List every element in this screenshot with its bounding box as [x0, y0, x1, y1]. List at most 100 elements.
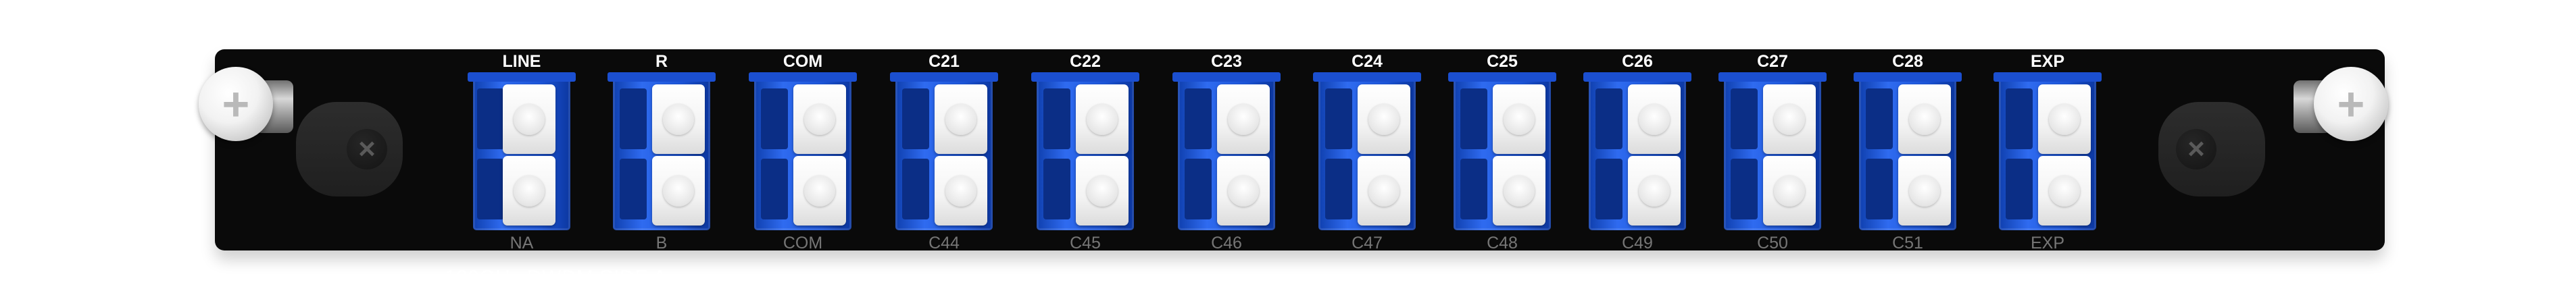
- port-c23[interactable]: C23 C46: [1172, 52, 1281, 253]
- port-bottom-label: C48: [1487, 234, 1518, 253]
- adapter-jack: [1460, 88, 1487, 149]
- adapter-flange: [1718, 72, 1827, 82]
- adapter-flange: [890, 72, 998, 82]
- port-top-label: R: [655, 52, 668, 71]
- lc-duplex-adapter[interactable]: [608, 72, 716, 230]
- screw-head: +: [2314, 67, 2388, 141]
- adapter-jack: [902, 159, 929, 219]
- dust-cap[interactable]: [1898, 84, 1951, 154]
- port-line[interactable]: LINE NA: [468, 52, 576, 253]
- dust-cap[interactable]: [1076, 84, 1129, 154]
- dust-cap[interactable]: [793, 156, 846, 226]
- screw-head: +: [199, 67, 273, 141]
- port-c25[interactable]: C25 C48: [1448, 52, 1556, 253]
- dust-cap[interactable]: [1217, 84, 1270, 154]
- right-thumbscrew-icon[interactable]: +: [2294, 67, 2394, 147]
- port-top-label: C22: [1070, 52, 1101, 71]
- dust-cap[interactable]: [1358, 156, 1410, 226]
- lc-duplex-adapter[interactable]: [1313, 72, 1421, 230]
- port-top-label: EXP: [2030, 52, 2065, 71]
- lc-duplex-adapter[interactable]: [1448, 72, 1556, 230]
- adapter-flange: [749, 72, 857, 82]
- adapter-jack: [1185, 88, 1212, 149]
- port-r[interactable]: R B: [608, 52, 716, 253]
- left-thumbscrew-icon[interactable]: +: [199, 67, 293, 147]
- adapter-jack: [1866, 88, 1893, 149]
- dust-cap[interactable]: [1493, 156, 1545, 226]
- dust-cap[interactable]: [2038, 84, 2091, 154]
- dust-cap[interactable]: [1493, 84, 1545, 154]
- adapter-jack: [2006, 159, 2033, 219]
- port-bottom-label: C45: [1070, 234, 1101, 253]
- lc-duplex-adapter[interactable]: [1854, 72, 1962, 230]
- lc-duplex-adapter[interactable]: [1031, 72, 1139, 230]
- dust-cap[interactable]: [1358, 84, 1410, 154]
- adapter-jack: [477, 88, 504, 149]
- right-screw-recess: ×: [2158, 102, 2265, 196]
- lc-duplex-adapter[interactable]: [1718, 72, 1827, 230]
- adapter-jack: [761, 88, 788, 149]
- dust-cap[interactable]: [1898, 156, 1951, 226]
- adapter-jack: [1866, 159, 1893, 219]
- left-screw-recess: ×: [296, 102, 403, 196]
- adapter-flange: [1583, 72, 1691, 82]
- port-bottom-label: NA: [510, 234, 534, 253]
- dust-cap[interactable]: [652, 156, 705, 226]
- port-c28[interactable]: C28 C51: [1854, 52, 1962, 253]
- adapter-jack: [761, 159, 788, 219]
- port-exp[interactable]: EXP EXP: [1993, 52, 2102, 253]
- dust-cap[interactable]: [1076, 156, 1129, 226]
- lc-duplex-adapter[interactable]: [890, 72, 998, 230]
- adapter-flange: [468, 72, 576, 82]
- port-bottom-label: C50: [1757, 234, 1788, 253]
- port-c21[interactable]: C21 C44: [890, 52, 998, 253]
- port-c24[interactable]: C24 C47: [1313, 52, 1421, 253]
- port-top-label: COM: [783, 52, 823, 71]
- adapter-flange: [1854, 72, 1962, 82]
- port-bottom-label: C46: [1211, 234, 1242, 253]
- adapter-flange: [1172, 72, 1281, 82]
- dust-cap[interactable]: [2038, 156, 2091, 226]
- dust-cap[interactable]: [1763, 84, 1816, 154]
- adapter-jack: [1185, 159, 1212, 219]
- adapter-jack: [1731, 88, 1758, 149]
- dust-cap[interactable]: [1217, 156, 1270, 226]
- lc-duplex-adapter[interactable]: [749, 72, 857, 230]
- dust-cap[interactable]: [503, 156, 555, 226]
- adapter-jack: [2006, 88, 2033, 149]
- lc-duplex-adapter[interactable]: [468, 72, 576, 230]
- adapter-jack: [1460, 159, 1487, 219]
- adapter-jack: [620, 88, 647, 149]
- dust-cap[interactable]: [793, 84, 846, 154]
- port-bottom-label: COM: [783, 234, 823, 253]
- port-bottom-label: C47: [1352, 234, 1383, 253]
- dust-cap[interactable]: [652, 84, 705, 154]
- adapter-flange: [1448, 72, 1556, 82]
- port-bottom-label: C51: [1892, 234, 1923, 253]
- port-c26[interactable]: C26 C49: [1583, 52, 1691, 253]
- dust-cap[interactable]: [503, 84, 555, 154]
- adapter-jack: [477, 159, 504, 219]
- lc-duplex-adapter[interactable]: [1172, 72, 1281, 230]
- port-bottom-label: C44: [928, 234, 960, 253]
- dust-cap[interactable]: [1628, 156, 1681, 226]
- port-top-label: LINE: [502, 52, 541, 71]
- port-top-label: C25: [1487, 52, 1518, 71]
- dust-cap[interactable]: [1763, 156, 1816, 226]
- port-com[interactable]: COM COM: [749, 52, 857, 253]
- adapter-flange: [1031, 72, 1139, 82]
- adapter-jack: [1731, 159, 1758, 219]
- dust-cap[interactable]: [935, 156, 987, 226]
- port-c27[interactable]: C27 C50: [1718, 52, 1827, 253]
- adapter-flange: [1313, 72, 1421, 82]
- lc-duplex-adapter[interactable]: [1583, 72, 1691, 230]
- adapter-jack: [1043, 159, 1070, 219]
- panel-title: 100GHz DWDM SIDE A: [445, 267, 668, 289]
- adapter-jack: [1595, 88, 1623, 149]
- dust-cap[interactable]: [1628, 84, 1681, 154]
- port-bottom-label: C49: [1622, 234, 1653, 253]
- lc-duplex-adapter[interactable]: [1993, 72, 2102, 230]
- port-top-label: C26: [1622, 52, 1653, 71]
- port-c22[interactable]: C22 C45: [1031, 52, 1139, 253]
- dust-cap[interactable]: [935, 84, 987, 154]
